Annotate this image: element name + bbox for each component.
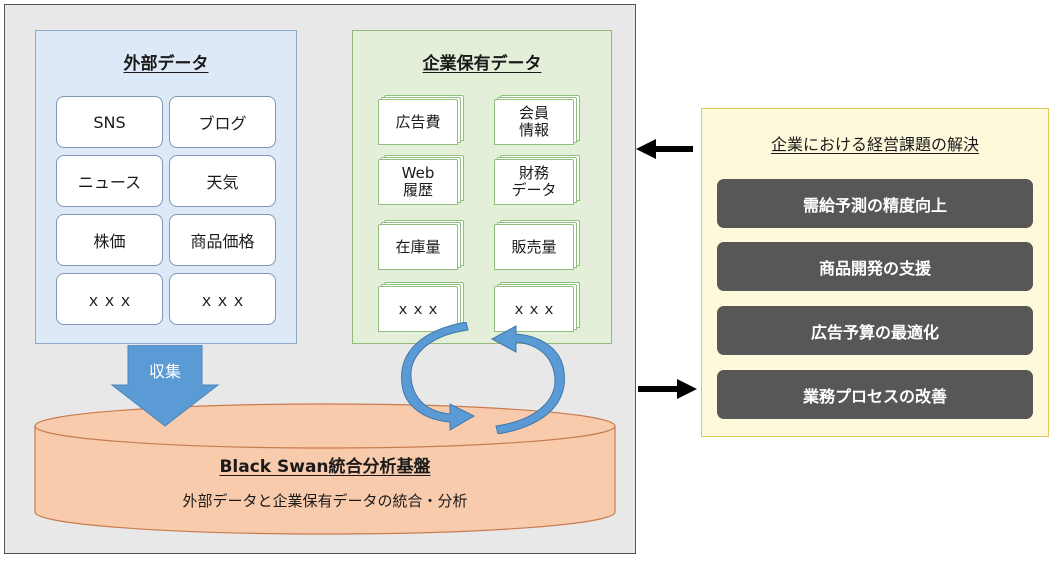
sync-cycle-arrows-icon	[401, 322, 565, 434]
external-item-blog: ブログ	[169, 96, 276, 148]
platform-subtitle: 外部データと企業保有データの統合・分析	[182, 492, 468, 510]
external-item-weather: 天気	[169, 155, 276, 207]
platform-title: Black Swan統合分析基盤	[219, 457, 431, 477]
document-stack-icon: 在庫量	[378, 220, 464, 272]
document-stack-icon: Web 履歴	[378, 155, 464, 207]
external-item-stock-price: 株価	[56, 214, 163, 266]
document-stack-icon: ｘｘｘ	[494, 282, 580, 334]
company-item-other: ｘｘｘ	[395, 299, 441, 318]
document-stack-icon: 財務 データ	[494, 155, 580, 207]
company-item-other: ｘｘｘ	[511, 299, 557, 318]
external-data-title: 外部データ	[123, 54, 209, 74]
issue-ad-budget: 広告予算の最適化	[717, 306, 1033, 355]
document-stack-icon: 広告費	[378, 95, 464, 147]
arrow-right-icon	[638, 379, 697, 399]
collect-down-arrow-icon	[110, 345, 220, 427]
document-stack-icon: ｘｘｘ	[378, 282, 464, 334]
arrow-left-icon	[636, 139, 693, 159]
company-item-web-history: Web 履歴	[401, 164, 435, 199]
company-data-panel: 企業保有データ 広告費 会員 情報 Web 履歴 財務 データ 在庫量 販売量 …	[352, 30, 612, 344]
company-item-ad-cost: 広告費	[395, 112, 441, 131]
document-stack-icon: 販売量	[494, 220, 580, 272]
issue-demand-forecast: 需給予測の精度向上	[717, 179, 1033, 228]
collect-label: 収集	[148, 362, 181, 381]
company-item-member-info: 会員 情報	[518, 104, 549, 139]
external-item-product-price: 商品価格	[169, 214, 276, 266]
company-item-financial-data: 財務 データ	[511, 164, 557, 199]
issue-business-process: 業務プロセスの改善	[717, 370, 1033, 419]
external-item-sns: SNS	[56, 96, 163, 148]
company-item-sales: 販売量	[511, 237, 557, 256]
document-stack-icon: 会員 情報	[494, 95, 580, 147]
external-item-news: ニュース	[56, 155, 163, 207]
external-item-other: ｘｘｘ	[169, 273, 276, 325]
company-data-title: 企業保有データ	[422, 54, 542, 74]
business-issues-title: 企業における経営課題の解決	[770, 135, 979, 154]
issue-product-development: 商品開発の支援	[717, 242, 1033, 291]
external-data-panel: 外部データ SNS ブログ ニュース 天気 株価 商品価格 ｘｘｘ ｘｘｘ	[35, 30, 297, 344]
company-item-inventory: 在庫量	[395, 237, 441, 256]
business-issues-panel: 企業における経営課題の解決 需給予測の精度向上 商品開発の支援 広告予算の最適化…	[701, 108, 1049, 437]
external-item-other: ｘｘｘ	[56, 273, 163, 325]
